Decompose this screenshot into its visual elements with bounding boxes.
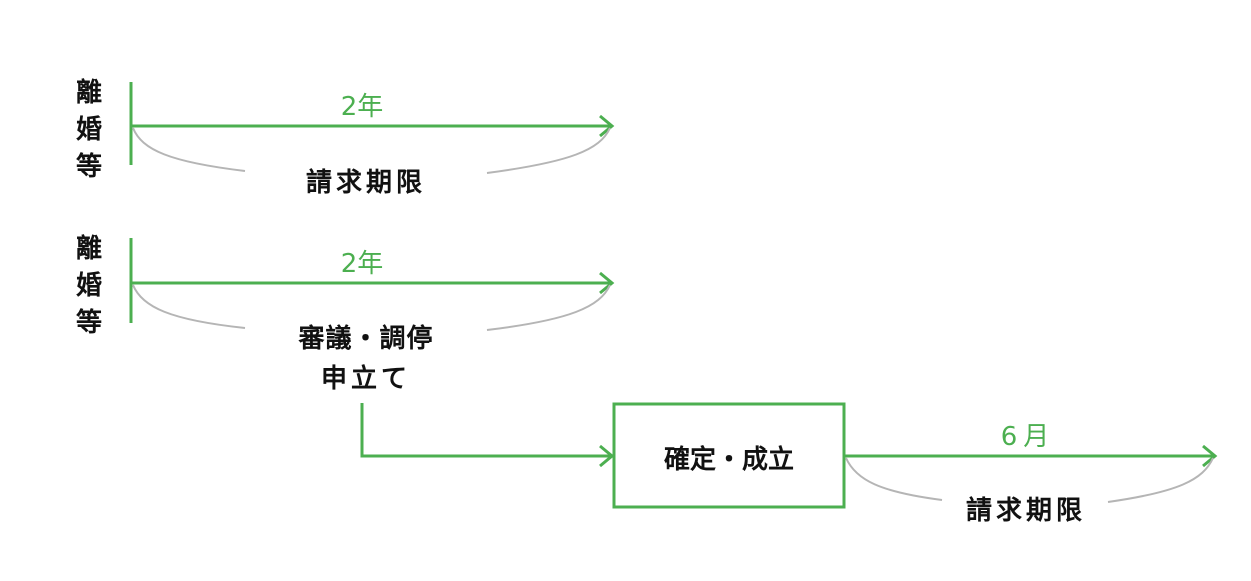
row1-duration: 2年 [340, 92, 384, 122]
row2-arrow-head [599, 271, 615, 295]
event-box [612, 402, 846, 509]
row2-event-char: 離 [75, 234, 102, 264]
row1-event-label: 離 婚 等 [69, 75, 109, 186]
row1-arrow-head [599, 114, 615, 138]
connector-line [360, 403, 612, 458]
event-box-label: 確定・成立 [663, 445, 794, 475]
row2-event-char: 等 [75, 308, 102, 338]
row1-brace-left [132, 127, 246, 172]
row1-brace-right [486, 127, 611, 174]
row1-event-char: 等 [75, 152, 102, 182]
row3-brace-label: 請求期限 [965, 496, 1086, 526]
row2-brace-left [132, 284, 246, 329]
row2-event-char: 婚 [75, 271, 102, 301]
row1-brace-label: 請求期限 [305, 168, 426, 198]
row3-arrow-head [1202, 444, 1218, 468]
connector-arrow-head [599, 444, 615, 468]
row2-brace-label-line2: 申立て [320, 364, 411, 394]
row3-duration: 6月 [1000, 422, 1056, 452]
row2-duration: 2年 [340, 249, 384, 279]
row3-brace-right [1107, 457, 1214, 503]
row2-brace-right [486, 284, 611, 331]
row1-event-char: 離 [75, 78, 102, 108]
row1-event-char: 婚 [75, 115, 102, 145]
row2-event-label: 離 婚 等 [69, 231, 109, 342]
row2-brace-label-line1: 審議・調停 [298, 324, 434, 354]
row3-brace-left [845, 457, 943, 501]
